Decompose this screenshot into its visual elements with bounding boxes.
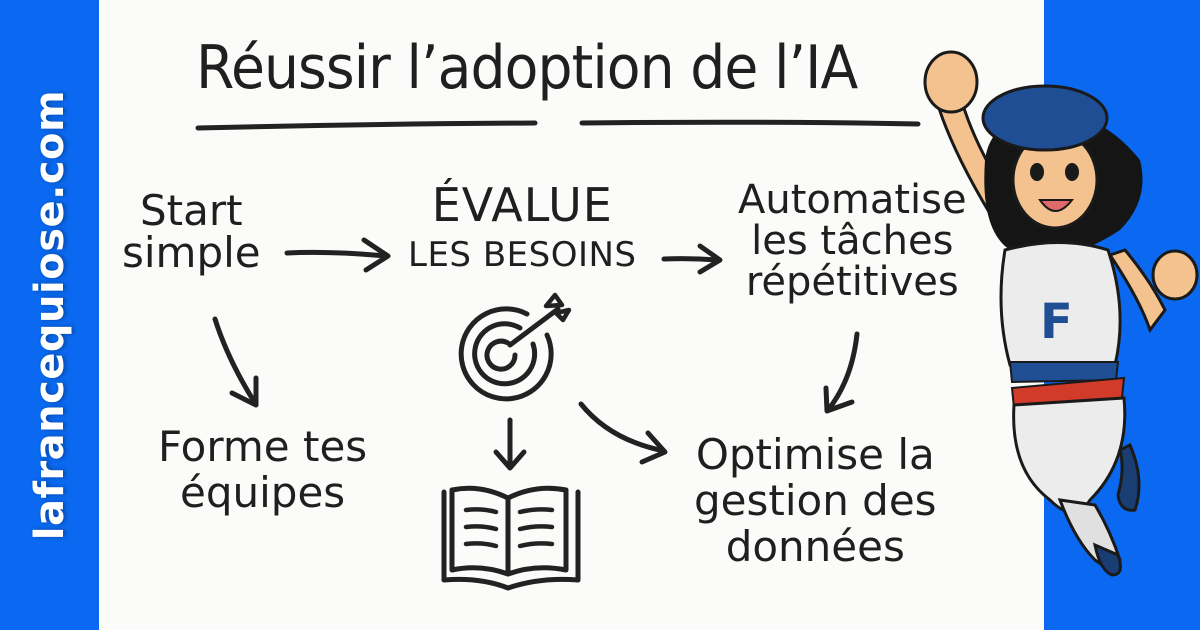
node-auto-line-1: Automatise [738,177,967,223]
site-name-vertical: lafrancequiose.com [26,89,73,541]
node-forme-line-2: équipes [180,468,346,518]
node-optimise-donnees: Optimise la gestion des données [694,430,937,572]
right-brand-band [1044,0,1200,630]
node-automatise: Automatise les tâches répétitives [738,180,967,302]
node-start-simple: Start simple [122,190,261,274]
node-auto-line-2: les tâches [751,217,954,264]
node-start-line-2: simple [122,228,261,277]
node-start-line-1: Start [140,186,243,235]
left-brand-band: lafrancequiose.com [0,0,99,630]
node-evalue-besoins: ÉVALUE LES BESOINS [408,182,637,272]
node-optim-line-2: gestion des [694,476,937,526]
node-forme-line-1: Forme tes [158,422,368,471]
diagram-title: Réussir l’adoption de l’IA [196,33,858,103]
node-evalue-line-2: LES BESOINS [408,235,637,275]
node-forme-equipes: Forme tes équipes [158,422,368,518]
node-optim-line-1: Optimise la [695,430,935,479]
node-optim-line-3: données [725,522,905,572]
node-auto-line-3: répétitives [745,258,959,305]
node-evalue-line-1: ÉVALUE [431,178,613,232]
